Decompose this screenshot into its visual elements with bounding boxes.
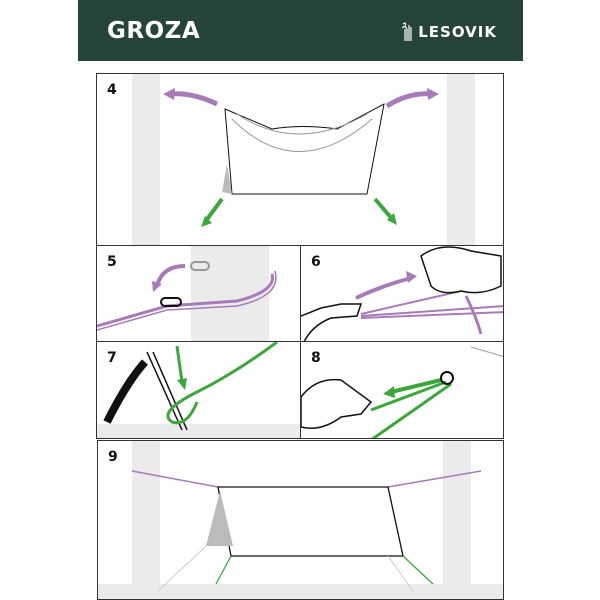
step-number: 4 [107, 82, 117, 98]
step-5-illustration [97, 246, 277, 342]
product-title: GROZA [107, 18, 201, 44]
hiker-logo-icon [401, 22, 412, 41]
header-bar: GROZA LESOVIK [78, 0, 523, 61]
step-7-panel: 7 [96, 341, 302, 439]
step-6-panel: 6 [300, 245, 504, 343]
step-4-panel: 4 [96, 73, 504, 247]
step-number: 6 [311, 254, 321, 270]
step-6-illustration [301, 246, 503, 342]
step-9-illustration [98, 441, 503, 599]
step-8-panel: 8 [300, 341, 504, 439]
step-number: 7 [107, 350, 117, 366]
step-8-illustration [301, 346, 503, 438]
brand-name: LESOVIK [418, 23, 497, 41]
step-5-panel: 5 [96, 245, 302, 343]
step-number: 5 [107, 254, 117, 270]
step-number: 8 [311, 350, 321, 366]
brand-logo: LESOVIK [398, 22, 497, 42]
step-4-illustration [132, 74, 475, 246]
step-7-illustration [97, 342, 301, 438]
step-number: 9 [108, 449, 118, 465]
step-9-panel: 9 [97, 440, 504, 600]
